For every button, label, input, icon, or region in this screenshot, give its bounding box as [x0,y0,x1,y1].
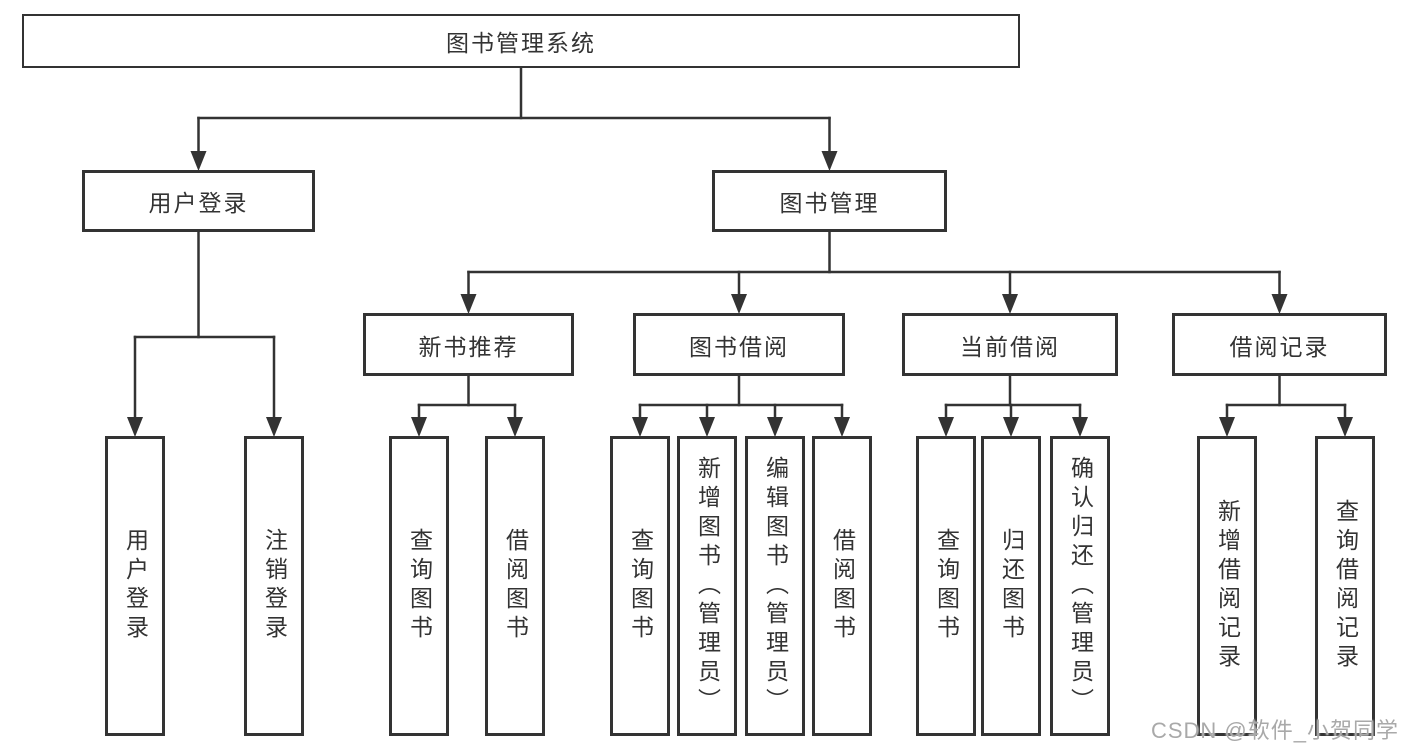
node-label-book-mgmt: 图书管理 [779,190,880,216]
node-label-login: 用户登录 [122,528,149,644]
node-label-root: 图书管理系统 [446,30,596,56]
node-br-query-record: 查询借阅记录 [1315,436,1375,736]
node-label-logout: 注销登录 [261,528,288,644]
node-rec-query-books: 查询图书 [389,436,449,736]
node-br-add-record: 新增借阅记录 [1197,436,1257,736]
node-label-cb-query-books: 查询图书 [933,528,960,644]
node-book-borrow: 图书借阅 [633,313,845,376]
node-rec-borrow-books: 借阅图书 [485,436,545,736]
node-label-bb-query-books: 查询图书 [627,528,654,644]
node-user-login: 用户登录 [82,170,315,232]
node-cb-confirm-return: 确认归还（管理员） [1050,436,1110,736]
node-label-book-borrow: 图书借阅 [689,333,789,360]
node-label-cb-return-books: 归还图书 [998,528,1025,644]
node-bb-borrow-books: 借阅图书 [812,436,872,736]
node-new-book-rec: 新书推荐 [363,313,574,376]
node-label-borrow-records: 借阅记录 [1229,333,1330,360]
node-book-mgmt: 图书管理 [712,170,947,232]
node-label-bb-add-books: 新增图书（管理员） [694,455,721,717]
node-current-borrow: 当前借阅 [902,313,1118,376]
node-bb-query-books: 查询图书 [610,436,670,736]
node-label-bb-borrow-books: 借阅图书 [829,528,856,644]
node-label-user-login: 用户登录 [148,190,249,216]
node-borrow-records: 借阅记录 [1172,313,1387,376]
node-label-br-query-record: 查询借阅记录 [1332,499,1359,673]
node-bb-edit-books: 编辑图书（管理员） [745,436,805,736]
node-root: 图书管理系统 [22,14,1020,68]
node-login: 用户登录 [105,436,165,736]
node-label-current-borrow: 当前借阅 [960,333,1060,360]
node-label-cb-confirm-return: 确认归还（管理员） [1067,455,1094,717]
node-label-new-book-rec: 新书推荐 [418,333,519,360]
node-logout: 注销登录 [244,436,304,736]
node-label-br-add-record: 新增借阅记录 [1214,499,1241,673]
node-label-rec-borrow-books: 借阅图书 [502,528,529,644]
node-bb-add-books: 新增图书（管理员） [677,436,737,736]
node-cb-return-books: 归还图书 [981,436,1041,736]
watermark: CSDN @软件_小贺同学 [1150,718,1399,743]
node-cb-query-books: 查询图书 [916,436,976,736]
node-label-rec-query-books: 查询图书 [406,528,433,644]
node-label-bb-edit-books: 编辑图书（管理员） [762,455,789,717]
